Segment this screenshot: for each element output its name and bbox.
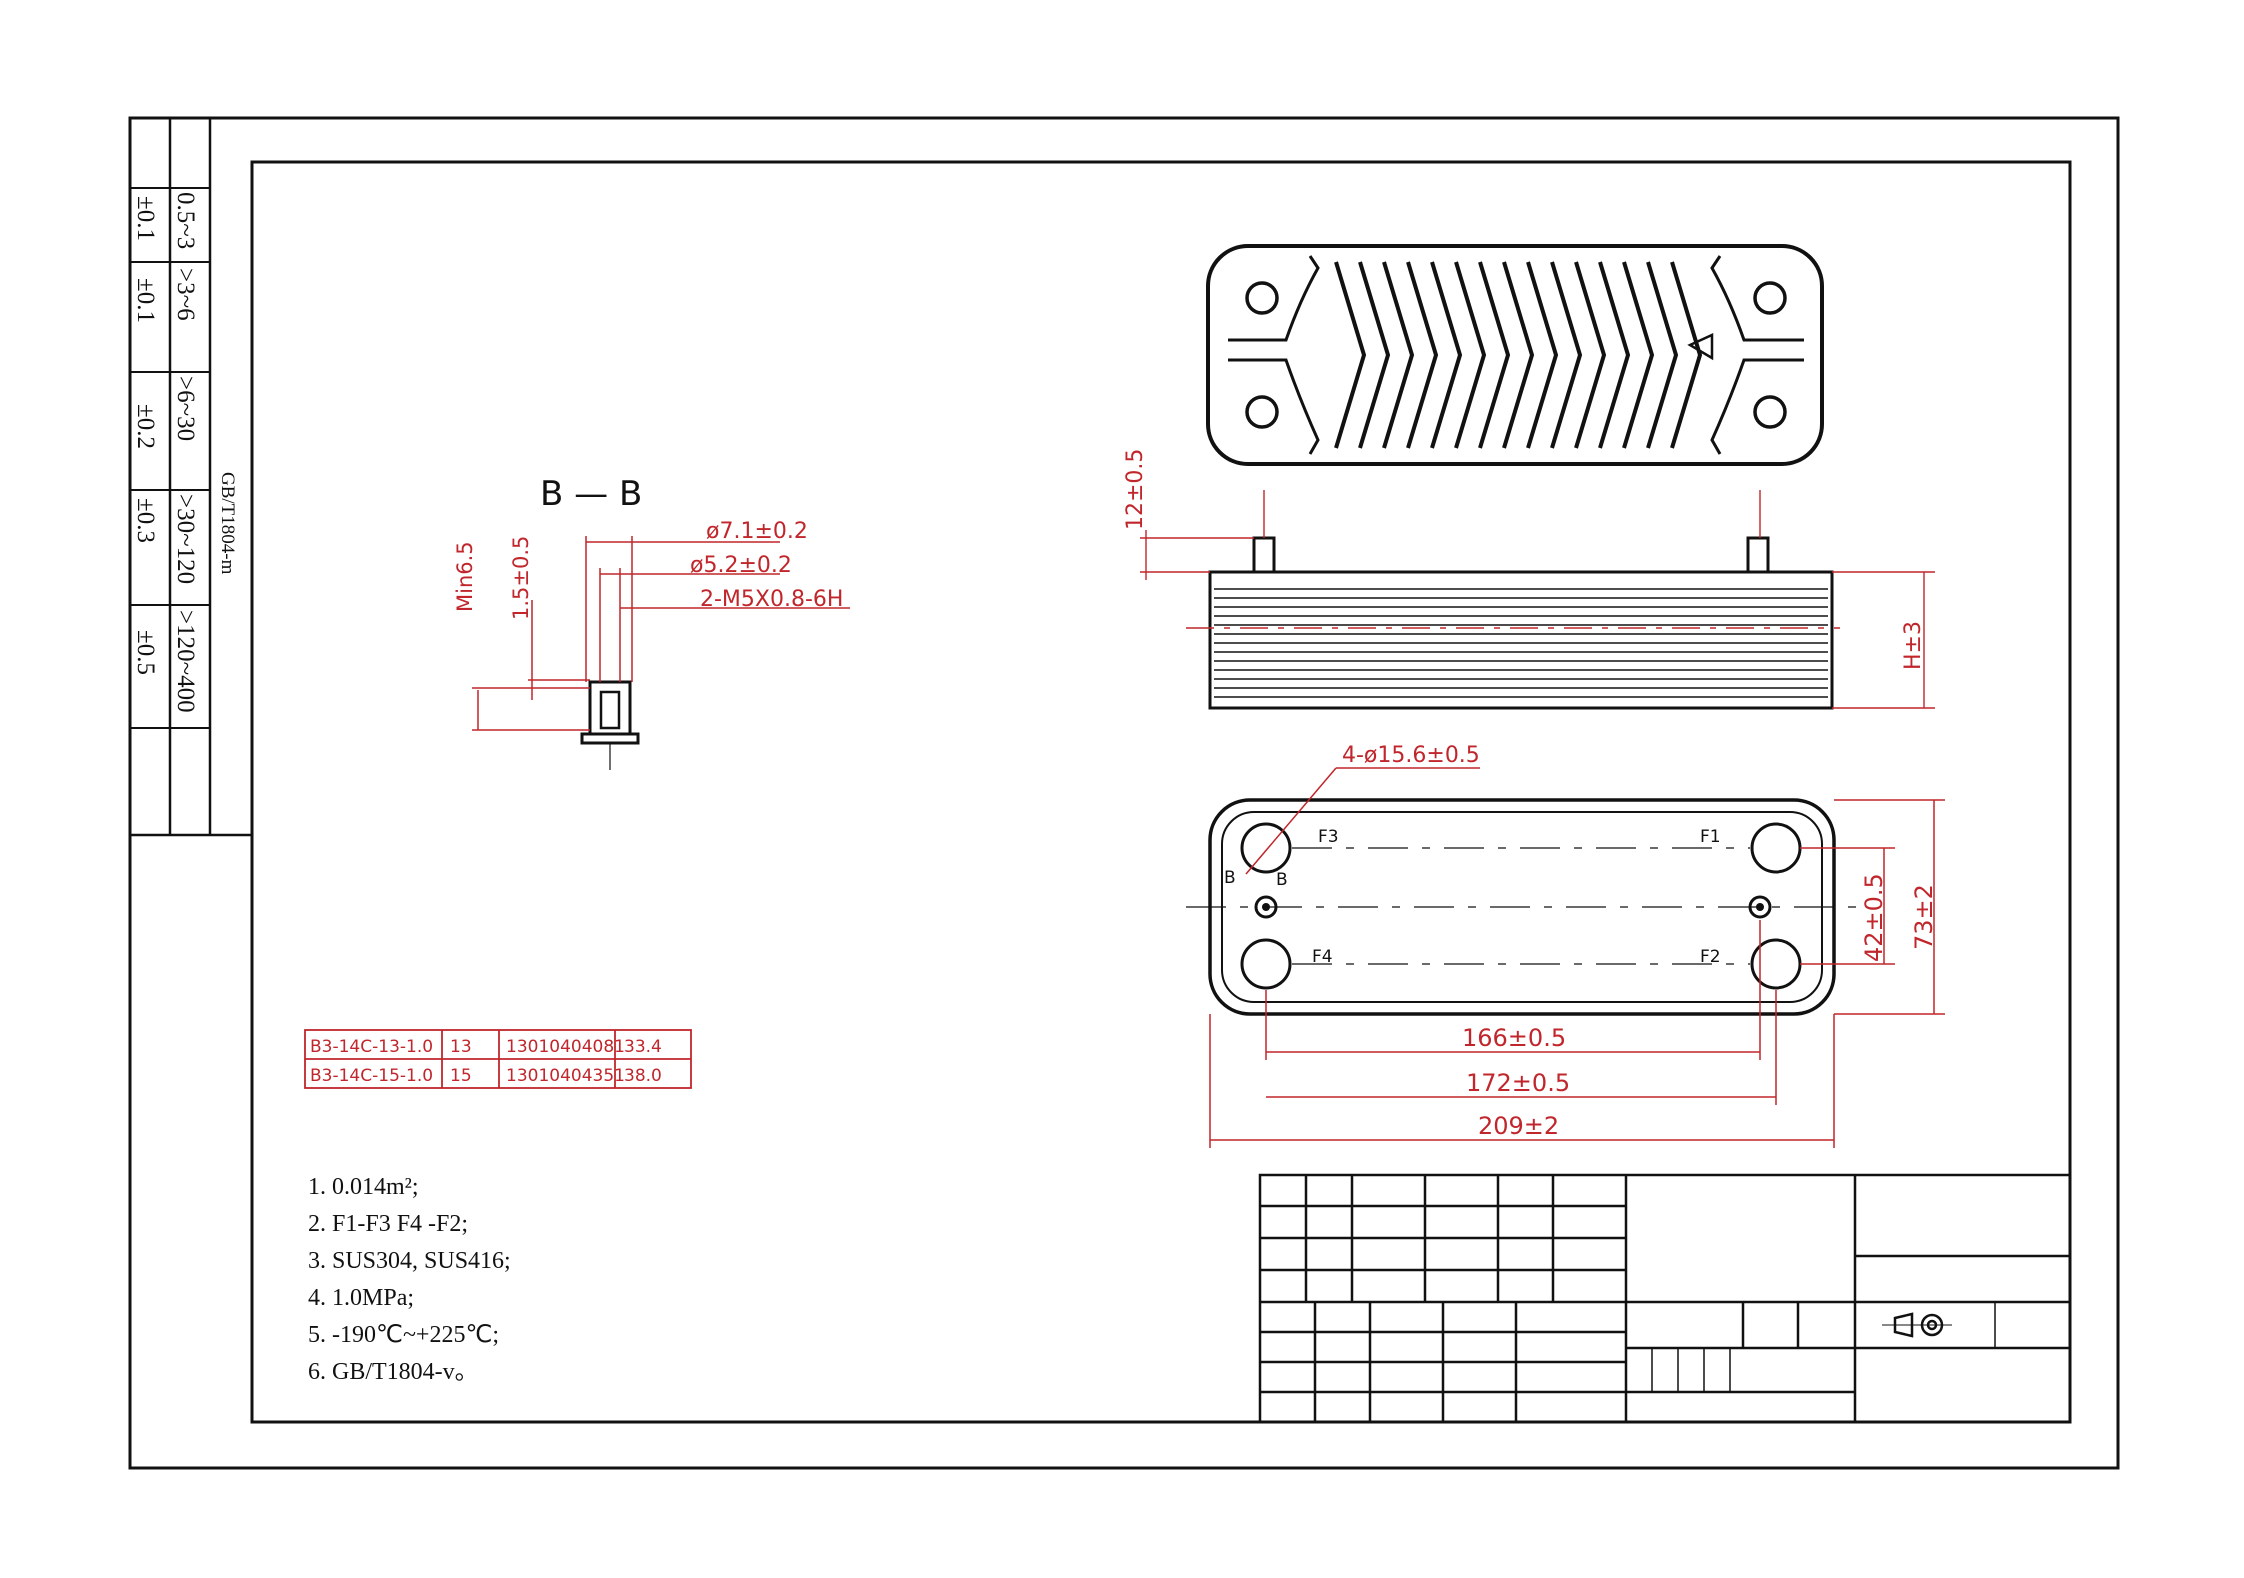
chevron-ridge: [1478, 261, 1511, 449]
tolerance-value: ±0.1: [132, 196, 159, 241]
table-cell: 15: [450, 1066, 472, 1086]
port-label: F1: [1700, 827, 1721, 847]
tolerance-table: 0.5~3 >3~6 >6~30 >30~120 >120~400 ±0.1 ±…: [132, 192, 238, 713]
tolerance-value: ±0.3: [132, 498, 159, 543]
dim-label: ø5.2±0.2: [690, 553, 792, 578]
tolerance-range: >30~120: [172, 494, 199, 584]
top-view-plate: [1206, 244, 1824, 466]
technical-notes: 1. 0.014m²; 2. F1-F3 F4 -F2; 3. SUS304, …: [308, 1174, 511, 1385]
chevron-pattern: [1334, 261, 1703, 449]
port-label: F4: [1312, 947, 1333, 967]
tolerance-range: >120~400: [172, 610, 199, 713]
section-title: B — B: [540, 474, 642, 514]
front-view-plate: F1 F2 F3 F4 B B 4-ø15.6±0.5: [1186, 743, 1945, 1148]
tolerance-value: ±0.2: [132, 404, 159, 449]
note-line: 3. SUS304, SUS416;: [308, 1248, 511, 1274]
chevron-ridge: [1454, 261, 1487, 449]
table-cell: B3-14C-13-1.0: [310, 1037, 433, 1057]
chevron-ridge: [1502, 261, 1535, 449]
dim-label: ø7.1±0.2: [706, 519, 808, 544]
tolerance-standard: GB/T1804-m: [217, 472, 238, 575]
dim-label: 12±0.5: [1123, 449, 1148, 530]
drawing-frame: [128, 116, 2120, 1470]
chevron-ridge: [1622, 261, 1655, 449]
chevron-ridge: [1574, 261, 1607, 449]
chevron-ridge: [1670, 261, 1703, 449]
title-block: [1258, 1173, 2072, 1424]
dim-label: 73±2: [1910, 884, 1938, 950]
dim-label: 209±2: [1478, 1112, 1559, 1140]
tolerance-value: ±0.1: [132, 278, 159, 323]
note-line: 5. -190℃~+225℃;: [308, 1322, 499, 1348]
dim-label: 2-M5X0.8-6H: [700, 587, 843, 612]
port-label: F3: [1318, 827, 1339, 847]
tolerance-value: ±0.5: [132, 630, 159, 675]
side-view-stack: 12±0.5 H±3: [1123, 449, 1935, 710]
chevron-ridge: [1646, 261, 1679, 449]
table-cell: 13010404351: [506, 1066, 625, 1086]
parts-table: B3-14C-13-1.0 13 13010404081 33.4 B3-14C…: [304, 1029, 692, 1089]
chevron-ridge: [1526, 261, 1559, 449]
table-cell: 38.0: [624, 1066, 662, 1086]
port-label: F2: [1700, 947, 1721, 967]
chevron-ridge: [1550, 261, 1583, 449]
dim-label: Min6.5: [453, 541, 477, 612]
projection-symbol-icon: [1882, 1312, 1952, 1338]
dim-label: H±3: [1901, 621, 1926, 670]
chevron-ridge: [1430, 261, 1463, 449]
holes-label: 4-ø15.6±0.5: [1342, 743, 1480, 768]
section-mark: B: [1276, 870, 1288, 890]
table-cell: 13: [450, 1037, 472, 1057]
section-b-b: B — B ø7.1±0.2 ø5.2±0.2 2-M5X0.8-6H Min6…: [453, 474, 850, 770]
chevron-ridge: [1358, 261, 1391, 449]
note-line: 1. 0.014m²;: [308, 1174, 419, 1200]
dim-label: 166±0.5: [1462, 1024, 1566, 1052]
dim-label: 172±0.5: [1466, 1069, 1570, 1097]
dim-label: 1.5±0.5: [509, 536, 533, 620]
tolerance-range: 0.5~3: [172, 192, 199, 249]
chevron-ridge: [1334, 261, 1367, 449]
chevron-ridge: [1382, 261, 1415, 449]
table-cell: 33.4: [624, 1037, 662, 1057]
section-mark: B: [1224, 868, 1236, 888]
chevron-ridge: [1598, 261, 1631, 449]
dim-label: 42±0.5: [1860, 873, 1888, 962]
note-line: 6. GB/T1804-v。: [308, 1359, 479, 1385]
chevron-ridge: [1406, 261, 1439, 449]
note-line: 4. 1.0MPa;: [308, 1285, 414, 1311]
tolerance-range: >3~6: [172, 268, 199, 321]
tolerance-range: >6~30: [172, 376, 199, 441]
table-cell: 13010404081: [506, 1037, 625, 1057]
table-cell: B3-14C-15-1.0: [310, 1066, 433, 1086]
note-line: 2. F1-F3 F4 -F2;: [308, 1211, 468, 1237]
